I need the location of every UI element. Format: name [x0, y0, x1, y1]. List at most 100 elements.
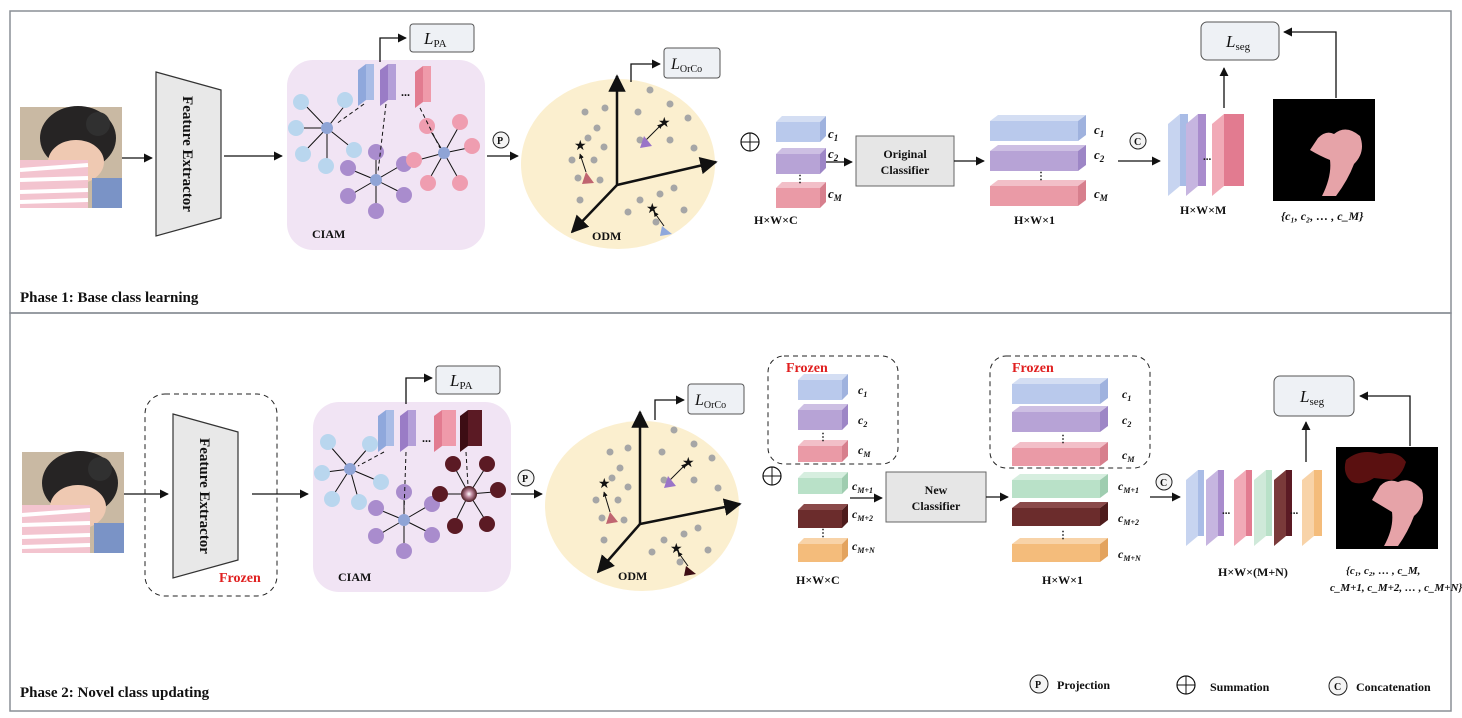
- svg-text:⋮: ⋮: [1058, 434, 1068, 445]
- projection-symbol: P: [517, 469, 535, 487]
- svg-text:⋮: ⋮: [818, 432, 828, 443]
- svg-text:⋮: ⋮: [795, 174, 805, 185]
- svg-text:Lseg: Lseg: [1299, 387, 1325, 408]
- svg-text:⋮: ⋮: [1036, 171, 1046, 182]
- summation-symbol: [762, 466, 782, 486]
- svg-text:LPA: LPA: [423, 29, 447, 50]
- svg-text:P: P: [522, 474, 528, 485]
- svg-text:P: P: [1035, 680, 1041, 691]
- ground-truth-mask: {c₁, c₂, … , c_M}: [1273, 99, 1375, 223]
- svg-text:c1: c1: [1094, 122, 1104, 139]
- ciam-module: ... CIAM: [313, 402, 511, 592]
- phase2-title: Phase 2: Novel class updating: [20, 685, 210, 701]
- loss-seg: Lseg: [1273, 375, 1355, 417]
- svg-text:Classifier: Classifier: [912, 499, 961, 513]
- dim-hwc-label: H×W×C: [754, 213, 798, 227]
- svg-text:Feature Extractor: Feature Extractor: [196, 438, 212, 554]
- input-image-baby-cat: [19, 106, 122, 208]
- frozen-label: Frozen: [219, 571, 261, 586]
- svg-text:cM+N: cM+N: [1118, 547, 1142, 563]
- blue-cluster: [288, 92, 362, 174]
- svg-text:★: ★: [658, 116, 671, 131]
- svg-text:Projection: Projection: [1057, 678, 1110, 692]
- svg-text:c_M+1, c_M+2, … , c_M+N}: c_M+1, c_M+2, … , c_M+N}: [1330, 582, 1462, 594]
- features-hwc: ⋮ ⋮ c1 c2 cM cM+1 cM+2 cM+N H×W×C: [796, 374, 876, 587]
- svg-text:cM: cM: [858, 443, 871, 459]
- svg-text:...: ...: [422, 431, 431, 445]
- frozen-extractor-box: [144, 393, 278, 597]
- feature-extractor-label: Feature Extractor: [179, 96, 195, 212]
- svg-text:New: New: [925, 483, 948, 497]
- ciam-label: CIAM: [312, 227, 345, 241]
- loss-pa: LPA: [409, 23, 475, 53]
- svg-text:{c₁, c₂, … , c_M}: {c₁, c₂, … , c_M}: [1281, 209, 1364, 223]
- class-prototypes: ...: [378, 410, 482, 452]
- frozen-features-box: [767, 355, 899, 465]
- projection-symbol: P: [492, 131, 510, 149]
- phase1: Feature Extractor: [19, 21, 1375, 306]
- svg-text:H×W×C: H×W×C: [796, 573, 840, 587]
- svg-text:CIAM: CIAM: [338, 570, 371, 584]
- svg-text:c1: c1: [828, 126, 838, 143]
- svg-text:cM: cM: [1122, 448, 1135, 464]
- svg-text:Classifier: Classifier: [881, 163, 930, 177]
- new-classifier: New Classifier: [885, 471, 987, 523]
- frozen-outputs-box: [989, 355, 1151, 469]
- concat-symbol: C: [1155, 473, 1173, 491]
- svg-text:cM: cM: [828, 186, 843, 203]
- phase2: Feature Extractor Frozen: [20, 355, 1462, 701]
- dim-hw1-label: H×W×1: [1014, 213, 1055, 227]
- svg-text:c2: c2: [828, 146, 839, 163]
- svg-text:Concatenation: Concatenation: [1356, 680, 1431, 694]
- loss-orco: LOrCo: [687, 383, 745, 415]
- logits-hwmn: ... ... H×W×(M+N): [1186, 470, 1322, 579]
- svg-text:{c₁, c₂, … , c_M,: {c₁, c₂, … , c_M,: [1346, 565, 1420, 577]
- concat-symbol: C: [1129, 132, 1147, 150]
- svg-text:★: ★: [598, 477, 611, 492]
- svg-text:Frozen: Frozen: [786, 361, 828, 376]
- svg-text:cM+1: cM+1: [1118, 479, 1139, 495]
- odm-label: ODM: [592, 229, 621, 243]
- original-classifier: Original Classifier: [855, 135, 955, 187]
- svg-text:P: P: [497, 136, 503, 147]
- svg-text:c2: c2: [1094, 147, 1105, 164]
- loss-seg: Lseg: [1200, 21, 1280, 61]
- outputs-hw1: ⋮ ⋮ c1 c2 cM cM+1 cM+2 cM+N H×W×1: [1012, 378, 1142, 587]
- svg-text:Frozen: Frozen: [1012, 361, 1054, 376]
- svg-text:Original: Original: [883, 147, 927, 161]
- svg-text:...: ...: [1203, 151, 1212, 163]
- svg-text:ODM: ODM: [618, 569, 647, 583]
- svg-text:Summation: Summation: [1210, 680, 1270, 694]
- svg-text:cM+N: cM+N: [852, 539, 876, 555]
- svg-text:c2: c2: [858, 413, 867, 429]
- svg-text:cM+2: cM+2: [1118, 511, 1139, 527]
- svg-text:C: C: [1160, 478, 1167, 489]
- svg-text:cM+2: cM+2: [852, 507, 873, 523]
- legend-concatenation: C Concatenation: [1328, 676, 1431, 696]
- svg-text:⋮: ⋮: [818, 528, 828, 539]
- svg-text:...: ...: [1290, 505, 1299, 517]
- svg-text:C: C: [1134, 137, 1141, 148]
- feature-extractor: Feature Extractor: [155, 71, 222, 237]
- phase1-title: Phase 1: Base class learning: [20, 290, 199, 306]
- svg-text:c2: c2: [1122, 413, 1131, 429]
- svg-text:cM: cM: [1094, 186, 1109, 203]
- dim-hwm-label: H×W×M: [1180, 203, 1226, 217]
- feature-extractor: Feature Extractor: [172, 413, 239, 579]
- legend-projection: P Projection: [1029, 674, 1110, 694]
- ground-truth-mask: {c₁, c₂, … , c_M, c_M+1, c_M+2, … , c_M+…: [1330, 447, 1462, 594]
- svg-text:LPA: LPA: [449, 371, 473, 392]
- svg-text:Lseg: Lseg: [1225, 32, 1251, 53]
- outputs-hw1: ⋮ c1 c2 cM H×W×1: [990, 115, 1109, 227]
- svg-text:c1: c1: [1122, 387, 1131, 403]
- svg-text:LOrCo: LOrCo: [670, 56, 702, 75]
- svg-text:LOrCo: LOrCo: [694, 392, 726, 411]
- svg-text:⋮: ⋮: [1058, 530, 1068, 541]
- svg-text:C: C: [1334, 682, 1341, 693]
- svg-text:H×W×(M+N): H×W×(M+N): [1218, 565, 1288, 579]
- input-image-baby-cat: [21, 451, 124, 553]
- ciam-module: ... CIAM: [287, 60, 485, 250]
- svg-text:H×W×1: H×W×1: [1042, 573, 1083, 587]
- phase2-panel: [9, 312, 1452, 712]
